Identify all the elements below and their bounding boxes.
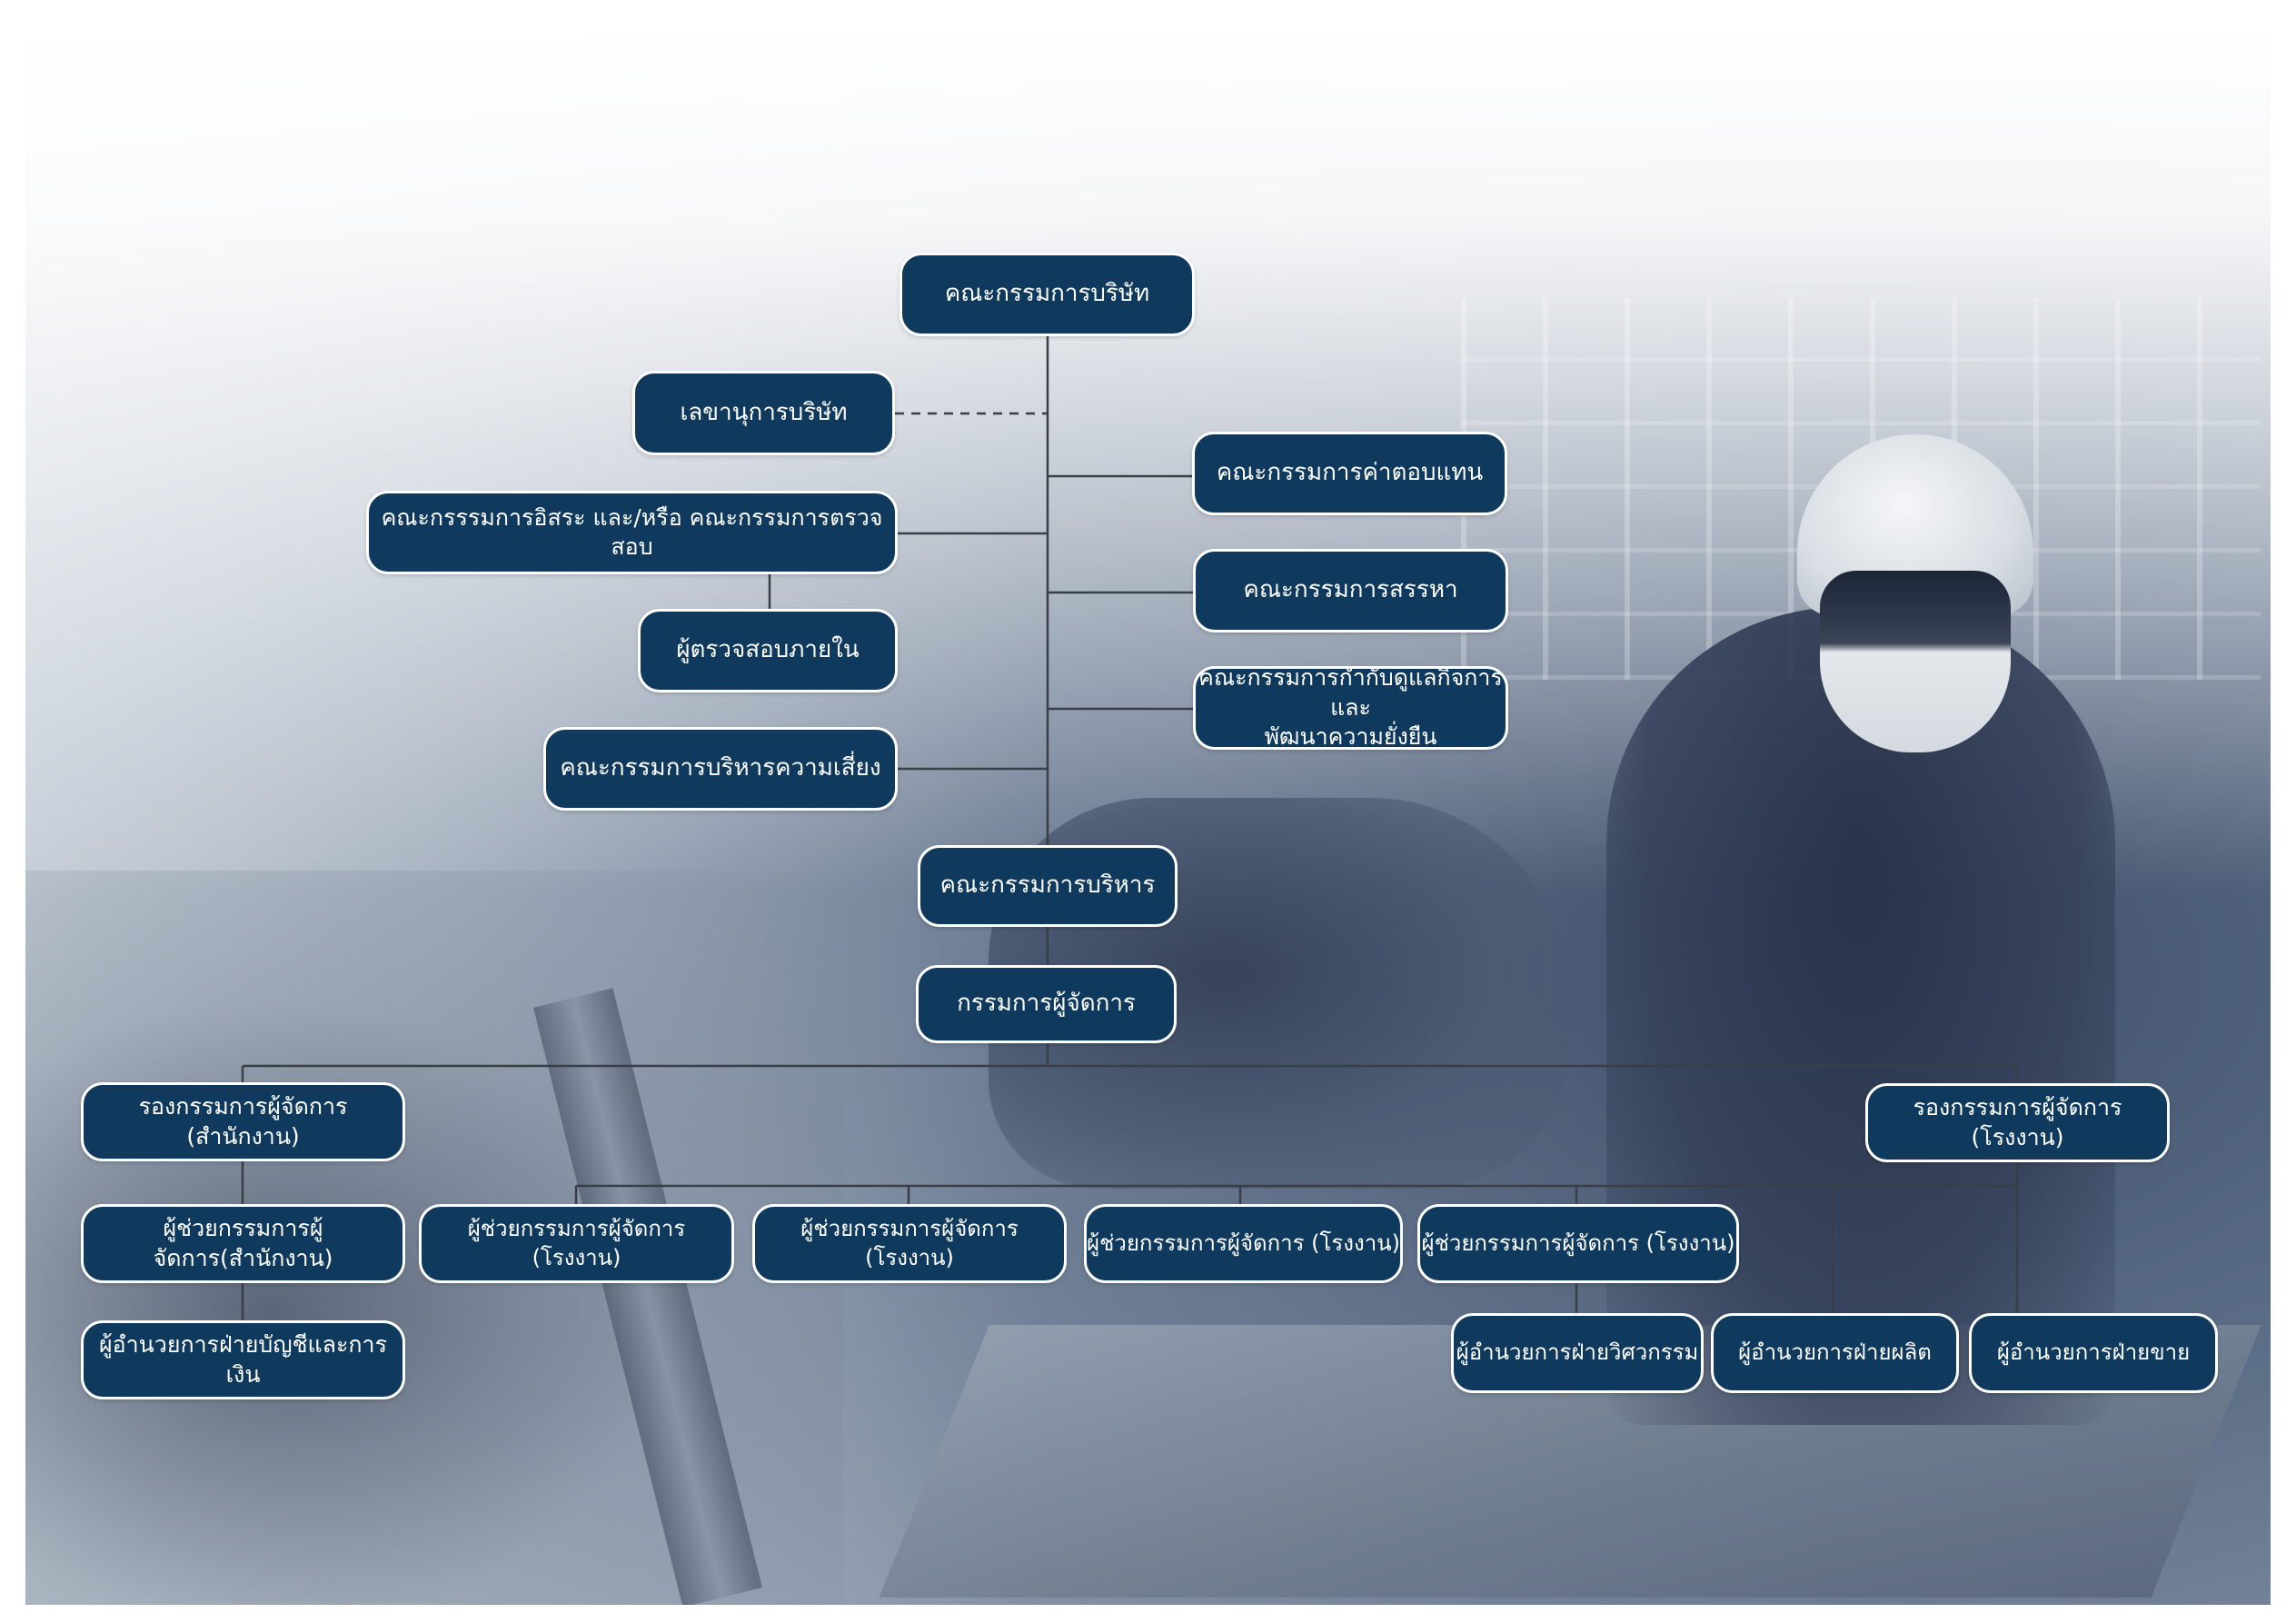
node-remuneration[interactable]: คณะกรรมการค่าตอบแทน xyxy=(1192,432,1507,515)
node-asst-office[interactable]: ผู้ช่วยกรรมการผู้จัดการ(สำนักงาน) xyxy=(81,1204,405,1283)
node-asst-plant-3[interactable]: ผู้ช่วยกรรมการผู้จัดการ (โรงงาน) xyxy=(1084,1204,1403,1283)
node-governance[interactable]: คณะกรรมการกำกับดูแลกิจการและ พัฒนาความยั… xyxy=(1193,664,1508,750)
node-internal-audit[interactable]: ผู้ตรวจสอบภายใน xyxy=(638,609,898,692)
node-dir-engineering[interactable]: ผู้อำนวยการฝ่ายวิศวกรรม xyxy=(1451,1313,1704,1393)
node-asst-plant-4[interactable]: ผู้ช่วยกรรมการผู้จัดการ (โรงงาน) xyxy=(1417,1204,1739,1283)
node-managing-director[interactable]: กรรมการผู้จัดการ xyxy=(916,965,1177,1043)
node-deputy-office[interactable]: รองกรรมการผู้จัดการ (สำนักงาน) xyxy=(81,1082,405,1161)
worker-face-bg xyxy=(1820,571,2011,752)
node-audit[interactable]: คณะกรรรมการอิสระ และ/หรือ คณะกรรมการตรวจ… xyxy=(366,491,898,574)
node-asst-plant-1[interactable]: ผู้ช่วยกรรมการผู้จัดการ (โรงงาน) xyxy=(419,1204,734,1283)
node-dir-production[interactable]: ผู้อำนวยการฝ่ายผลิต xyxy=(1711,1313,1959,1393)
node-executive[interactable]: คณะกรรมการบริหาร xyxy=(918,845,1178,927)
node-deputy-plant[interactable]: รองกรรมการผู้จัดการ (โรงงาน) xyxy=(1865,1083,2170,1162)
node-asst-plant-2[interactable]: ผู้ช่วยกรรมการผู้จัดการ (โรงงาน) xyxy=(752,1204,1067,1283)
node-secretary[interactable]: เลขานุการบริษัท xyxy=(632,371,895,455)
node-risk[interactable]: คณะกรรมการบริหารความเสี่ยง xyxy=(543,727,898,811)
node-dir-sales[interactable]: ผู้อำนวยการฝ่ายขาย xyxy=(1969,1313,2218,1393)
node-nomination[interactable]: คณะกรรมการสรรหา xyxy=(1193,549,1508,632)
node-board[interactable]: คณะกรรมการบริษัท xyxy=(900,253,1195,336)
node-dir-accounting[interactable]: ผู้อำนวยการฝ่ายบัญชีและการเงิน xyxy=(81,1320,405,1399)
worker-body-bg xyxy=(1606,607,2115,1425)
